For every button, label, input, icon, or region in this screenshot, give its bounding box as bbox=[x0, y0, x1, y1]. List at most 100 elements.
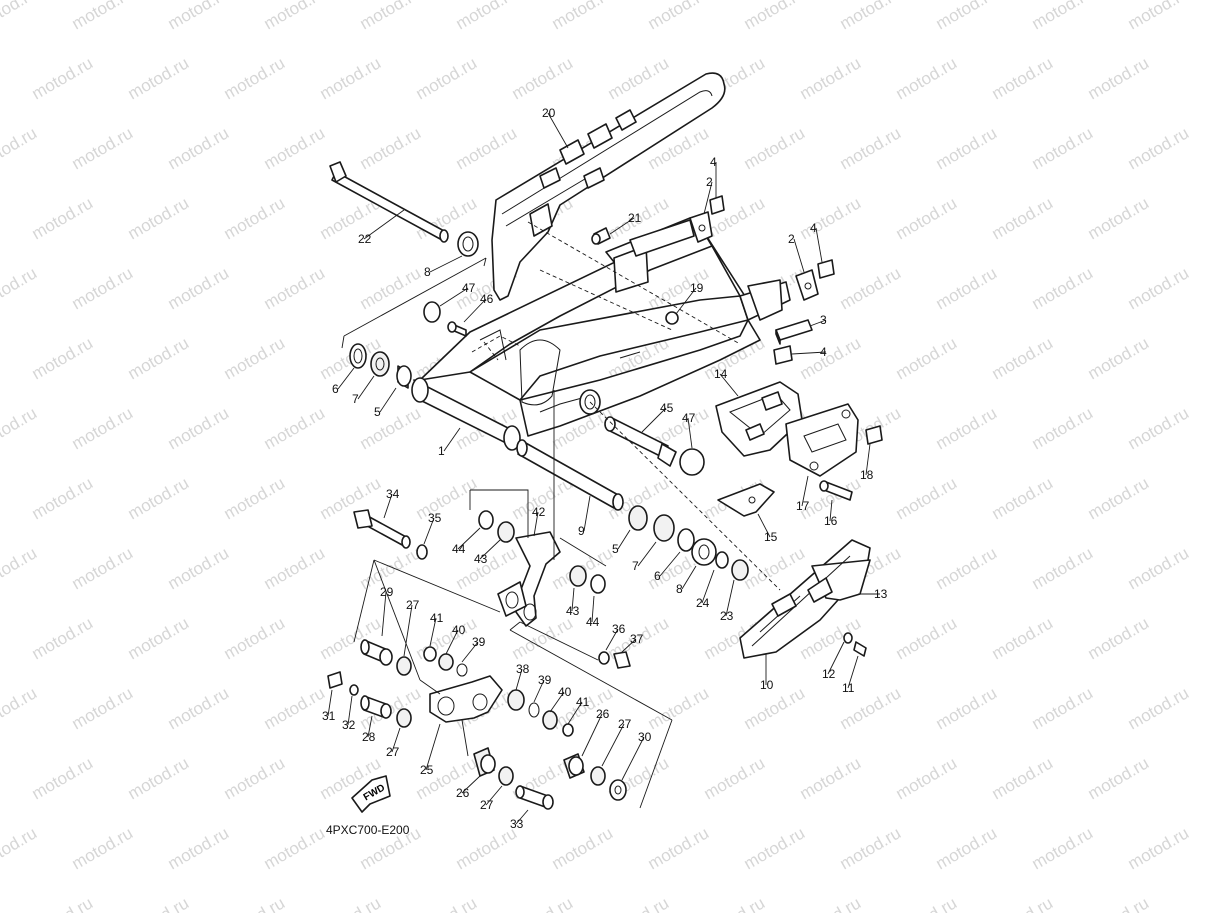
callout-label-c44b: 44 bbox=[586, 615, 600, 629]
bearing-5-left bbox=[397, 366, 411, 388]
washer-35 bbox=[417, 545, 427, 559]
bolt-21 bbox=[592, 228, 610, 244]
watermark-text: motod.ru bbox=[1085, 893, 1153, 913]
callout-label-c40a: 40 bbox=[452, 623, 466, 637]
callout-label-c4c: 4 bbox=[820, 345, 827, 359]
watermark-text: motod.ru bbox=[29, 613, 97, 663]
callout-label-c27a: 27 bbox=[406, 598, 420, 612]
watermark-text: motod.ru bbox=[1125, 123, 1193, 173]
watermark-text: motod.ru bbox=[837, 0, 905, 33]
watermark-text: motod.ru bbox=[221, 333, 289, 383]
watermark-text: motod.ru bbox=[741, 683, 809, 733]
callout-label-c26b: 26 bbox=[456, 786, 470, 800]
watermark-text: motod.ru bbox=[989, 53, 1057, 103]
callout-label-c10: 10 bbox=[760, 678, 774, 692]
bolt-18 bbox=[866, 426, 882, 444]
seal-27-c bbox=[591, 767, 605, 785]
watermark-text: motod.ru bbox=[509, 53, 577, 103]
callout-label-c41b: 41 bbox=[576, 695, 590, 709]
bearing-7-left bbox=[371, 352, 389, 376]
watermark-text: motod.ru bbox=[125, 753, 193, 803]
watermark-text: motod.ru bbox=[1125, 403, 1193, 453]
watermark-text: motod.ru bbox=[125, 333, 193, 383]
watermark-text: motod.ru bbox=[893, 193, 961, 243]
watermark-text: motod.ru bbox=[0, 543, 40, 593]
collar-29 bbox=[361, 640, 392, 665]
watermark-text: motod.ru bbox=[69, 823, 137, 873]
watermark-text: motod.ru bbox=[837, 123, 905, 173]
seal-6-lower bbox=[678, 529, 694, 551]
cap-47-mid bbox=[680, 449, 704, 475]
watermark-text: motod.ru bbox=[1029, 123, 1097, 173]
watermark-text: motod.ru bbox=[645, 683, 713, 733]
watermark-text: motod.ru bbox=[741, 823, 809, 873]
seal-27-d bbox=[499, 767, 513, 785]
watermark-text: motod.ru bbox=[165, 403, 233, 453]
watermark-text: motod.ru bbox=[165, 823, 233, 873]
screw-11 bbox=[854, 642, 866, 656]
callout-label-c4b: 4 bbox=[810, 221, 817, 235]
watermark-text: motod.ru bbox=[797, 893, 865, 913]
callout-label-c25: 25 bbox=[420, 763, 434, 777]
callout-label-c23: 23 bbox=[720, 609, 734, 623]
callout-label-c39b: 39 bbox=[538, 673, 552, 687]
callout-label-c2a: 2 bbox=[706, 175, 713, 189]
watermark-text: motod.ru bbox=[69, 0, 137, 33]
watermark-text: motod.ru bbox=[29, 333, 97, 383]
bearing-40-b bbox=[543, 711, 557, 729]
watermark-text: motod.ru bbox=[69, 403, 137, 453]
watermark-text: motod.ru bbox=[893, 333, 961, 383]
watermark-text: motod.ru bbox=[357, 0, 425, 33]
bearing-26-b bbox=[474, 748, 495, 776]
watermark-text: motod.ru bbox=[797, 193, 865, 243]
screw-46 bbox=[448, 322, 466, 336]
callout-label-c38: 38 bbox=[516, 662, 530, 676]
watermark-text: motod.ru bbox=[125, 893, 193, 913]
callout-label-c33: 33 bbox=[510, 817, 524, 831]
diagram-code: 4PXC700-E200 bbox=[326, 823, 410, 837]
watermark-text: motod.ru bbox=[261, 403, 329, 453]
washer-47-top bbox=[424, 302, 440, 322]
watermark-text: motod.ru bbox=[1125, 683, 1193, 733]
seal-27-a bbox=[397, 657, 411, 675]
washer-36 bbox=[599, 652, 609, 664]
watermark-text: motod.ru bbox=[317, 893, 385, 913]
callout-label-c45: 45 bbox=[660, 401, 674, 415]
watermark-text: motod.ru bbox=[413, 53, 481, 103]
watermark-text: motod.ru bbox=[989, 473, 1057, 523]
callout-label-c8b: 8 bbox=[676, 582, 683, 596]
watermark-text: motod.ru bbox=[69, 123, 137, 173]
watermark-text: motod.ru bbox=[261, 263, 329, 313]
callout-label-c21: 21 bbox=[628, 211, 642, 225]
callout-leader-c7b bbox=[638, 542, 656, 566]
seal-44-upper bbox=[479, 511, 493, 529]
watermark-text: motod.ru bbox=[221, 193, 289, 243]
callout-label-c44a: 44 bbox=[452, 542, 466, 556]
watermark-text: motod.ru bbox=[261, 683, 329, 733]
watermark-text: motod.ru bbox=[453, 0, 521, 33]
watermark-text: motod.ru bbox=[29, 753, 97, 803]
watermark-text: motod.ru bbox=[165, 123, 233, 173]
watermark-text: motod.ru bbox=[0, 0, 40, 33]
callout-leader-c5a bbox=[380, 388, 396, 412]
watermark-text: motod.ru bbox=[29, 893, 97, 913]
watermark-text: motod.ru bbox=[165, 263, 233, 313]
callout-label-c14: 14 bbox=[714, 367, 728, 381]
watermark-text: motod.ru bbox=[357, 123, 425, 173]
watermark-text: motod.ru bbox=[1125, 823, 1193, 873]
watermark-text: motod.ru bbox=[1029, 683, 1097, 733]
watermark-text: motod.ru bbox=[893, 613, 961, 663]
watermark-text: motod.ru bbox=[221, 893, 289, 913]
watermark-text: motod.ru bbox=[989, 893, 1057, 913]
watermark-text: motod.ru bbox=[741, 0, 809, 33]
watermark-text: motod.ru bbox=[413, 893, 481, 913]
watermark-text: motod.ru bbox=[29, 53, 97, 103]
callout-label-c1: 1 bbox=[438, 444, 445, 458]
watermark-text: motod.ru bbox=[509, 613, 577, 663]
watermark-text: motod.ru bbox=[261, 543, 329, 593]
watermark-text: motod.ru bbox=[893, 473, 961, 523]
clip-39-a bbox=[457, 664, 467, 676]
bolt-4-right bbox=[774, 346, 792, 364]
callout-label-c26a: 26 bbox=[596, 707, 610, 721]
